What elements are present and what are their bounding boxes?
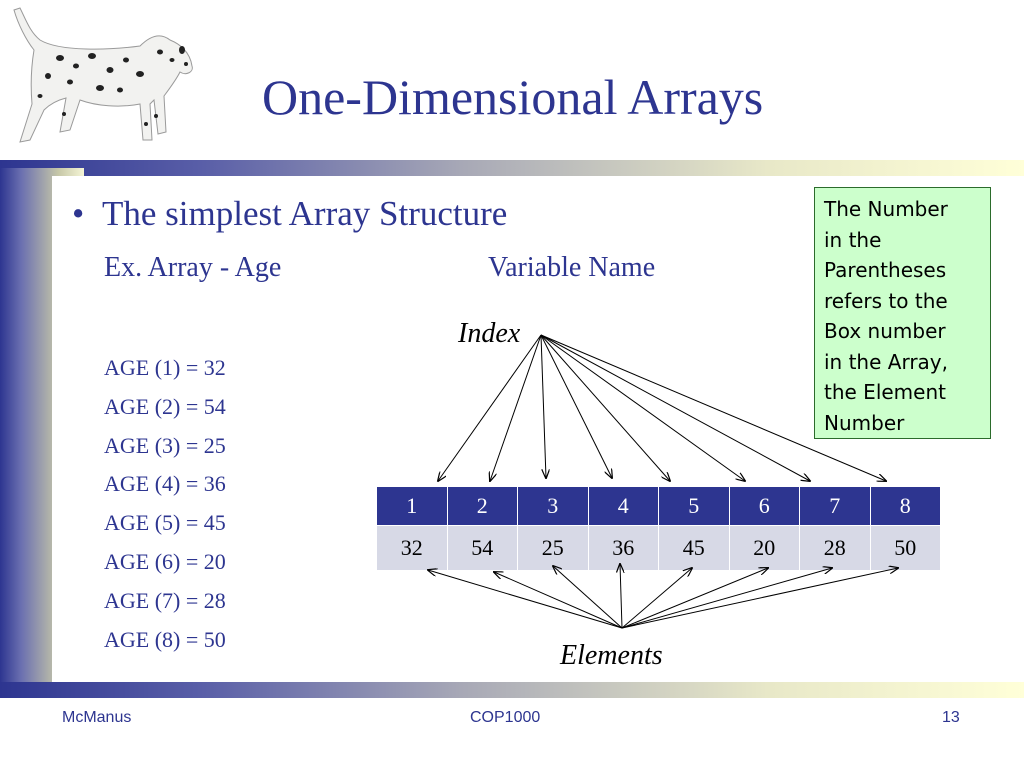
age-line: AGE (4) = 36 bbox=[104, 471, 226, 497]
note-line: the Element bbox=[824, 380, 946, 404]
value-cell: 54 bbox=[446, 525, 518, 571]
index-cell: 2 bbox=[446, 486, 518, 526]
value-cell: 20 bbox=[728, 525, 800, 571]
note-line: in the bbox=[824, 227, 882, 252]
bullet-icon: • bbox=[72, 194, 85, 233]
dalmatian-dog-image bbox=[13, 7, 193, 143]
age-line: AGE (5) = 45 bbox=[104, 510, 226, 536]
age-line: AGE (7) = 28 bbox=[104, 587, 226, 613]
value-cell: 32 bbox=[376, 525, 448, 571]
note-line: in the Array, bbox=[824, 349, 948, 374]
top-rule bbox=[0, 160, 1024, 176]
age-list: AGE (1) = 32 AGE (2) = 54 AGE (3) = 25 A… bbox=[104, 354, 226, 664]
value-cell: 36 bbox=[587, 525, 659, 571]
index-cell: 1 bbox=[376, 486, 448, 526]
note-line: Box number bbox=[824, 319, 946, 343]
footer-course: COP1000 bbox=[470, 709, 541, 726]
note-line: refers to the bbox=[824, 288, 948, 313]
age-line: AGE (1) = 32 bbox=[104, 355, 226, 380]
bullet-text: The simplest Array Structure bbox=[102, 194, 508, 233]
index-label: Index bbox=[458, 318, 521, 349]
value-cell: 25 bbox=[517, 525, 589, 571]
footer-page-number: 13 bbox=[942, 709, 960, 726]
index-row: 1 2 3 4 5 6 7 8 bbox=[376, 486, 941, 526]
slide-title: One-Dimensional Arrays bbox=[262, 69, 764, 125]
variable-name-label: Variable Name bbox=[488, 252, 656, 283]
index-cell: 8 bbox=[869, 486, 941, 526]
note-box: The Number in the Parentheses refers to … bbox=[814, 187, 991, 439]
value-cell: 28 bbox=[799, 525, 871, 571]
elements-label: Elements bbox=[560, 640, 663, 671]
age-line: AGE (6) = 20 bbox=[104, 548, 226, 574]
value-row: 32 54 25 36 45 20 28 50 bbox=[376, 525, 941, 571]
note-line: Parentheses bbox=[824, 258, 947, 282]
example-text: Ex. Array - Age bbox=[104, 252, 282, 283]
value-cell: 45 bbox=[658, 525, 730, 571]
bottom-rule bbox=[0, 682, 1024, 698]
note-line: Number bbox=[824, 410, 905, 435]
age-line: AGE (8) = 50 bbox=[104, 626, 226, 652]
value-cell: 50 bbox=[869, 525, 941, 571]
index-cell: 5 bbox=[658, 486, 730, 526]
index-cell: 6 bbox=[728, 486, 800, 526]
array-table: 1 2 3 4 5 6 7 8 32 54 25 36 45 20 28 50 bbox=[376, 486, 941, 571]
age-line: AGE (3) = 25 bbox=[104, 432, 226, 458]
bullet-item: • The simplest Array Structure bbox=[72, 194, 507, 234]
footer-author: McManus bbox=[62, 709, 132, 726]
index-cell: 3 bbox=[517, 486, 589, 526]
index-cell: 4 bbox=[587, 486, 659, 526]
index-cell: 7 bbox=[799, 486, 871, 526]
age-line: AGE (2) = 54 bbox=[104, 393, 226, 419]
note-line: The Number bbox=[824, 197, 948, 221]
